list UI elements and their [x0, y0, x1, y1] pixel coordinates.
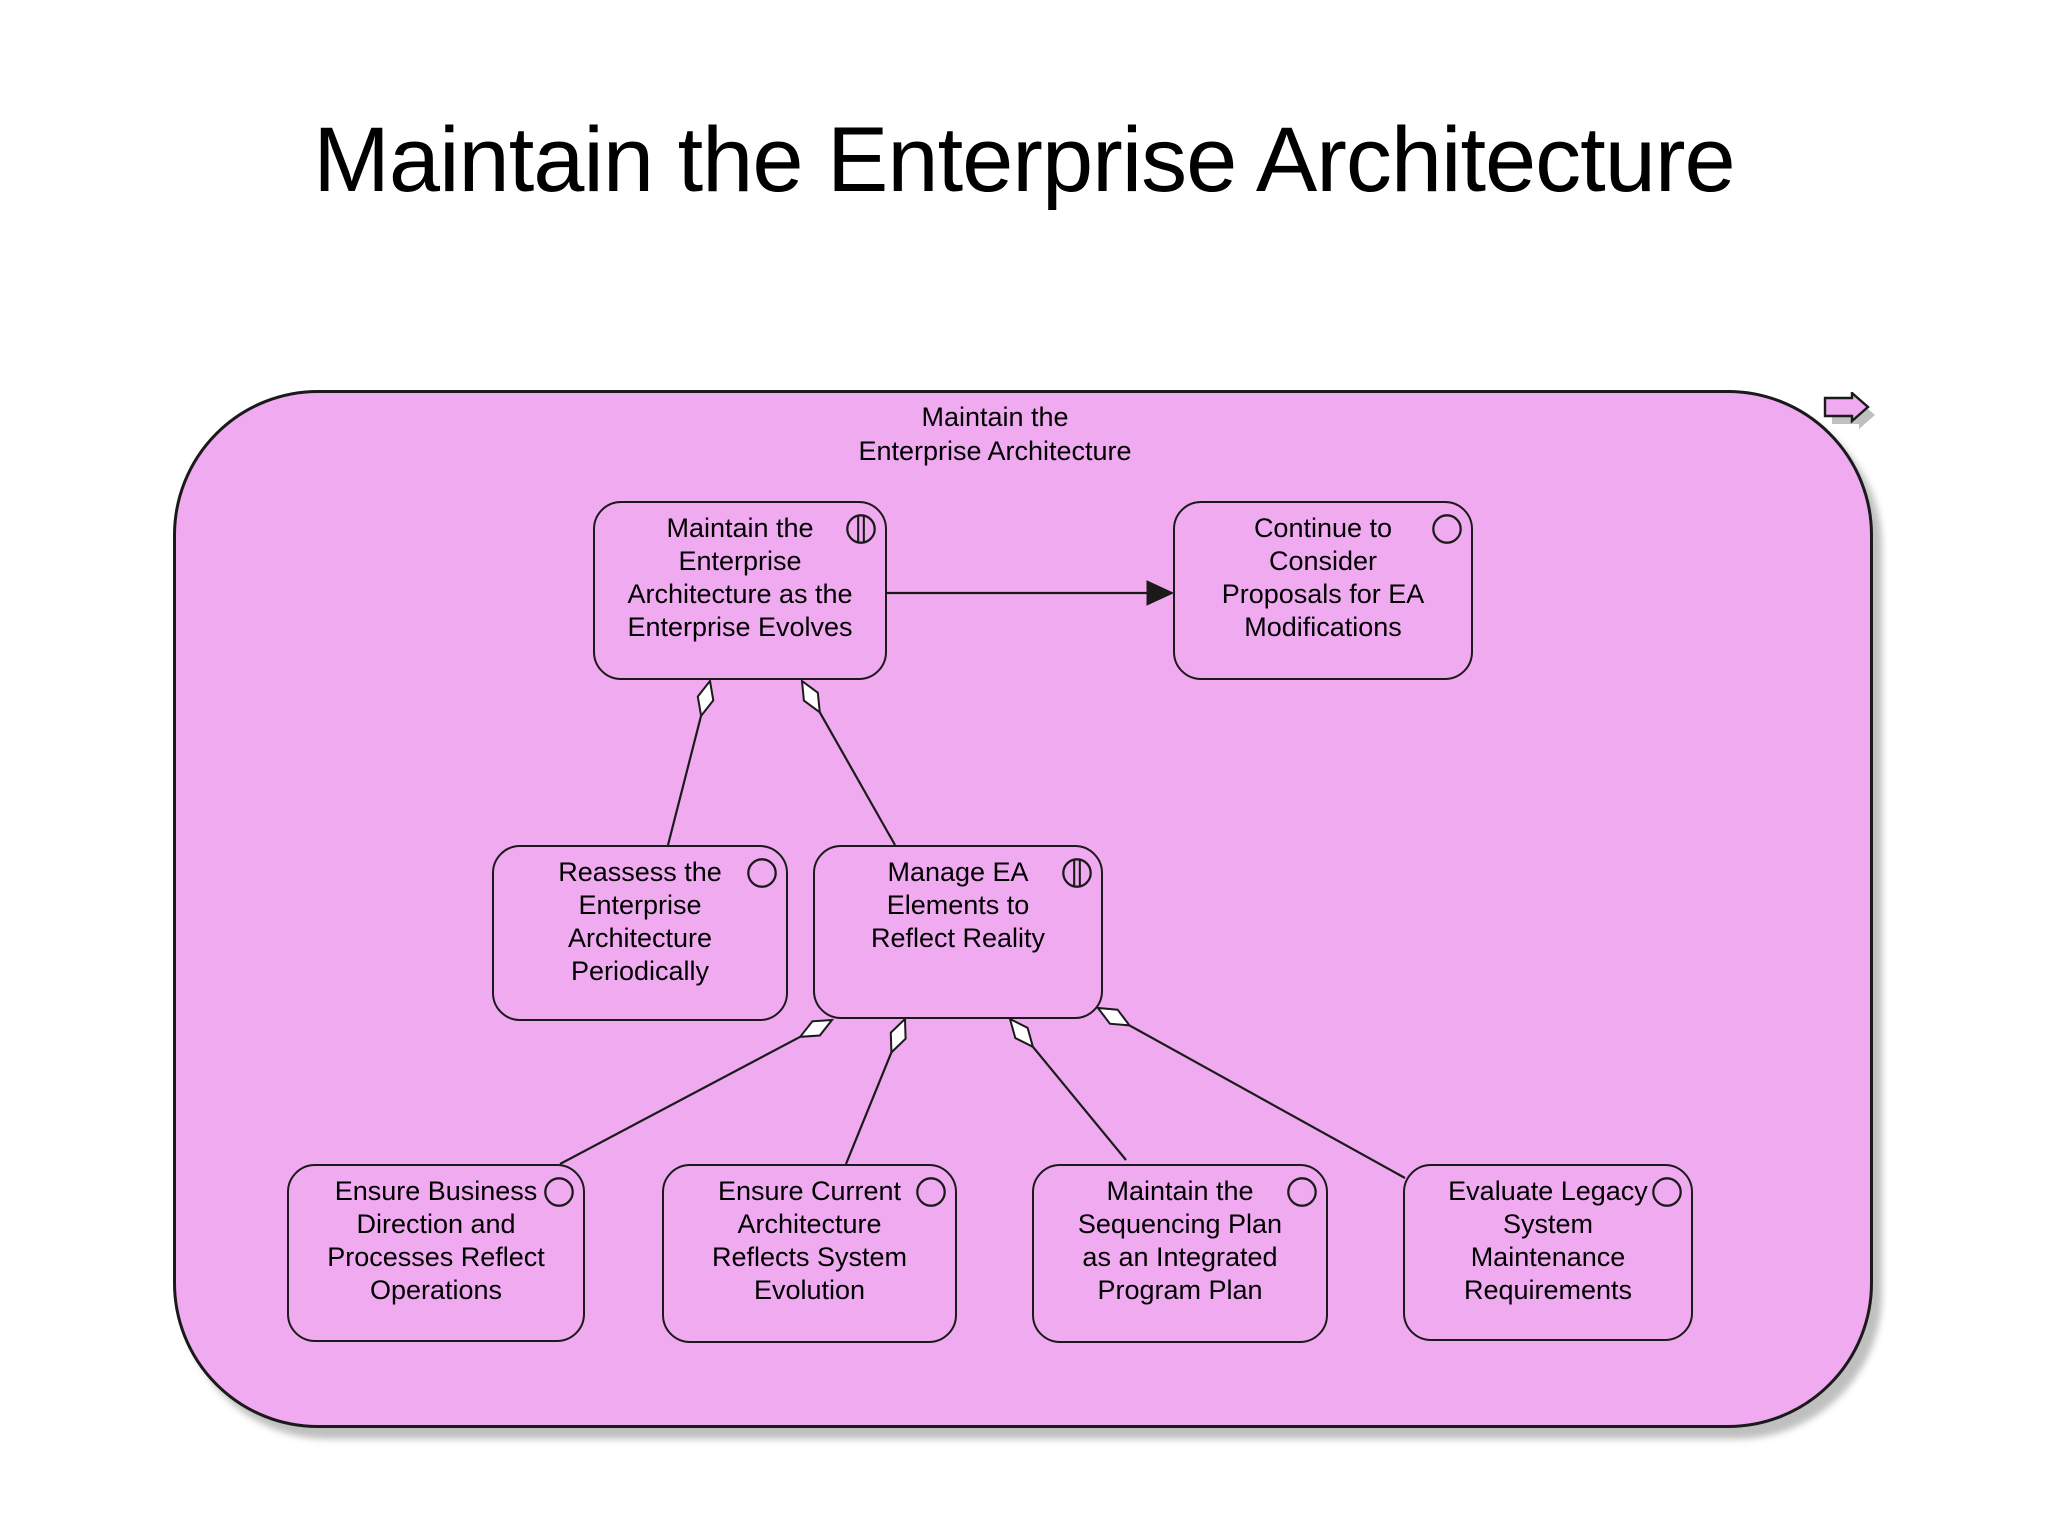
- node-ensure-current-architecture: Ensure Current Architecture Reflects Sys…: [662, 1164, 957, 1343]
- circle-icon: [1287, 1177, 1317, 1207]
- node-label: Maintain the Enterprise Architecture as …: [627, 513, 853, 642]
- offpage-arrow-icon: [1823, 392, 1875, 429]
- slide-title: Maintain the Enterprise Architecture: [313, 109, 1735, 211]
- split-circle-icon: [846, 514, 876, 544]
- node-label: Continue to Consider Proposals for EA Mo…: [1221, 513, 1425, 642]
- node-label: Ensure Business Direction and Processes …: [327, 1176, 545, 1305]
- circle-icon: [1652, 1177, 1682, 1207]
- circle-icon: [747, 858, 777, 888]
- node-maintain-ea-as-enterprise-evolves: Maintain the Enterprise Architecture as …: [593, 501, 887, 680]
- circle-icon: [1432, 514, 1462, 544]
- process-group-label: Maintain the Enterprise Architecture: [858, 402, 1132, 466]
- circle-icon: [916, 1177, 946, 1207]
- node-label: Ensure Current Architecture Reflects Sys…: [711, 1176, 908, 1305]
- node-label: Maintain the Sequencing Plan as an Integ…: [1077, 1176, 1283, 1305]
- node-label: Manage EA Elements to Reflect Reality: [870, 857, 1046, 953]
- node-maintain-sequencing-plan: Maintain the Sequencing Plan as an Integ…: [1032, 1164, 1328, 1343]
- circle-icon: [544, 1177, 574, 1207]
- node-ensure-business-direction: Ensure Business Direction and Processes …: [287, 1164, 585, 1342]
- node-label: Reassess the Enterprise Architecture Per…: [558, 857, 722, 986]
- split-circle-icon: [1062, 858, 1092, 888]
- node-label: Evaluate Legacy System Maintenance Requi…: [1448, 1176, 1648, 1305]
- node-continue-consider-proposals: Continue to Consider Proposals for EA Mo…: [1173, 501, 1473, 680]
- node-manage-ea-elements: Manage EA Elements to Reflect Reality: [813, 845, 1103, 1019]
- node-reassess-ea-periodically: Reassess the Enterprise Architecture Per…: [492, 845, 788, 1021]
- node-evaluate-legacy-system: Evaluate Legacy System Maintenance Requi…: [1403, 1164, 1693, 1341]
